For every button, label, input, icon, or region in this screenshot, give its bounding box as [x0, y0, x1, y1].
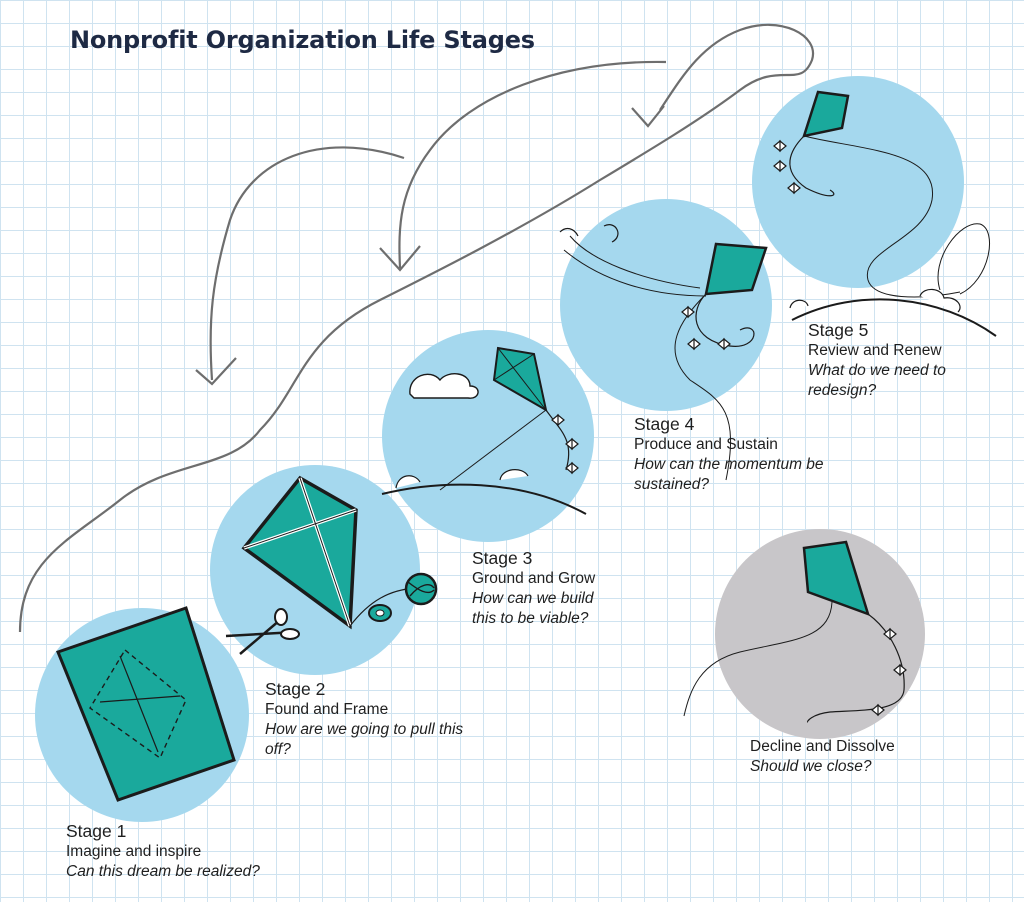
- stage-5-circle: [752, 76, 964, 288]
- stage-number: Stage 4: [634, 414, 695, 434]
- stage-name: Review and Renew: [808, 342, 942, 359]
- high-flying-kite-icon: [789, 90, 997, 337]
- decline-label: Decline and Dissolve Should we close?: [750, 737, 950, 777]
- kite-launch-icon: [381, 346, 587, 515]
- arrowhead-left-icon: [195, 357, 237, 386]
- stage-question: Can this dream be realized?: [66, 863, 260, 880]
- stage-5-label: Stage 5 Review and Renew What do we need…: [808, 320, 978, 401]
- stage-3-circle: [382, 330, 594, 542]
- decline-name: Decline and Dissolve: [750, 738, 895, 755]
- stage-question: How are we going to pull this off?: [265, 721, 464, 758]
- arrowhead-middle-icon: [379, 245, 421, 272]
- stage-2-label: Stage 2 Found and Frame How are we going…: [265, 679, 465, 760]
- paper-kite-template-icon: [56, 606, 236, 802]
- flight-path-line: [18, 23, 815, 633]
- return-arrow-middle: [398, 60, 667, 269]
- decline-circle: [715, 529, 925, 739]
- stage-4-label: Stage 4 Produce and Sustain How can the …: [634, 414, 884, 495]
- falling-kite-icon: [683, 540, 905, 723]
- stage-3-label: Stage 3 Ground and Grow How can we build…: [472, 548, 612, 629]
- page-title: Nonprofit Organization Life Stages: [70, 26, 535, 54]
- stage-question: How can the momentum be sustained?: [634, 456, 824, 493]
- stage-number: Stage 5: [808, 320, 869, 340]
- stage-name: Found and Frame: [265, 701, 389, 718]
- stage-1-label: Stage 1 Imagine and inspire Can this dre…: [66, 821, 326, 882]
- stage-name: Ground and Grow: [472, 570, 596, 587]
- tail-bows: [551, 139, 907, 717]
- stage-question: What do we need to redesign?: [808, 362, 946, 399]
- decline-question: Should we close?: [750, 758, 872, 775]
- arrowhead-top-icon: [631, 105, 665, 128]
- stage-4-circle: [560, 199, 772, 411]
- stage-number: Stage 2: [265, 679, 326, 699]
- scissors-icon: [225, 608, 300, 655]
- stage-name: Produce and Sustain: [634, 436, 778, 453]
- kite-with-string-ball-icon: [241, 475, 438, 630]
- stage-question: How can we build this to be viable?: [472, 590, 594, 627]
- return-arrow-left: [209, 146, 405, 381]
- stage-name: Imagine and inspire: [66, 843, 202, 860]
- stage-number: Stage 1: [66, 821, 127, 841]
- stage-number: Stage 3: [472, 548, 533, 568]
- flying-kite-icon: [559, 224, 768, 481]
